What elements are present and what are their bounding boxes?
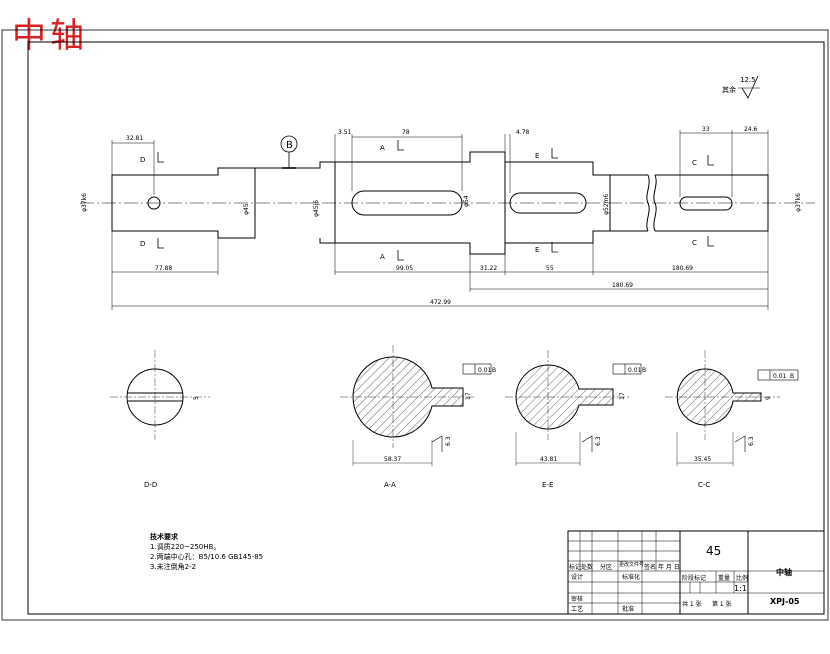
roughness-symbol: 其余 12.5 (722, 75, 760, 99)
note-item: 1.调质220~250HB。 (150, 543, 221, 551)
svg-text:35.45: 35.45 (694, 456, 711, 463)
notes-heading: 技术要求 (150, 533, 178, 541)
svg-text:φ45j6: φ45j6 (313, 200, 320, 217)
svg-text:D: D (140, 240, 145, 248)
keyway-e (509, 192, 587, 214)
svg-text:签名: 签名 (644, 563, 656, 571)
svg-text:C: C (692, 159, 697, 167)
note-item: 3.未注倒角2-2 (150, 563, 197, 571)
svg-text:17: 17 (465, 392, 472, 400)
part-name: 中轴 (776, 567, 792, 577)
svg-text:阶段标记: 阶段标记 (682, 574, 706, 582)
inner-frame (27, 41, 825, 615)
material: 45 (706, 544, 721, 558)
svg-text:分区: 分区 (600, 563, 612, 571)
svg-text:180.69: 180.69 (612, 282, 633, 289)
technical-notes: 技术要求 1.调质220~250HB。 2.两端中心孔：B5/10.6 GB14… (150, 532, 263, 572)
svg-text:0.01: 0.01 (478, 367, 492, 374)
section-c-c: 0.01 B 9 35.45 6.3 C-C (665, 350, 799, 489)
svg-text:φ37k6: φ37k6 (795, 193, 802, 212)
section-markers: D D A A E E C C (140, 140, 714, 261)
svg-text:工艺: 工艺 (571, 605, 583, 613)
section-e-label: E-E (542, 481, 553, 489)
svg-text:5: 5 (193, 396, 200, 400)
dimension-texts: 32.81 77.88 78 3.51 4.78 99.05 31.22 55 … (81, 126, 802, 306)
svg-text:17: 17 (619, 392, 626, 400)
svg-text:B: B (492, 367, 496, 374)
svg-text:31.22: 31.22 (480, 265, 497, 272)
svg-text:C: C (692, 239, 697, 247)
pin-hole-d (147, 196, 161, 210)
section-a-a: 0.01 B 17 58.37 6.3 A-A (340, 345, 496, 489)
svg-text:B: B (286, 140, 293, 151)
svg-text:58.37: 58.37 (384, 456, 401, 463)
svg-text:E: E (535, 152, 539, 160)
svg-text:B: B (790, 373, 794, 380)
svg-text:55: 55 (546, 265, 554, 272)
svg-text:重量: 重量 (718, 574, 730, 582)
section-d-d: 5 D-D (110, 350, 210, 489)
keyway-c (679, 196, 733, 211)
svg-text:472.99: 472.99 (430, 299, 451, 306)
svg-text:φ37k6: φ37k6 (81, 193, 88, 212)
svg-text:24.6: 24.6 (744, 126, 758, 133)
svg-text:设计: 设计 (571, 573, 583, 581)
svg-text:φ54: φ54 (463, 195, 470, 207)
svg-text:第 1 张: 第 1 张 (712, 600, 732, 608)
title-block (567, 530, 825, 615)
keyway-a (351, 190, 463, 216)
outer-frame (1, 29, 829, 621)
page-title: 中轴 (12, 16, 88, 56)
roughness-label: 其余 (722, 85, 736, 94)
dimensions (111, 130, 769, 310)
drawing-number: XPJ-05 (770, 597, 800, 606)
datum-b: B (280, 135, 298, 169)
svg-text:3.51: 3.51 (338, 129, 352, 136)
svg-text:审核: 审核 (571, 595, 583, 603)
svg-text:77.88: 77.88 (155, 265, 172, 272)
section-a-label: A-A (384, 481, 396, 489)
svg-text:B: B (642, 367, 646, 374)
note-item: 2.两端中心孔：B5/10.6 GB145-85 (150, 553, 264, 561)
svg-text:批准: 批准 (622, 605, 634, 613)
svg-text:标准化: 标准化 (622, 573, 640, 581)
svg-text:33: 33 (702, 126, 710, 133)
section-d-label: D-D (144, 481, 157, 489)
roughness-value: 12.5 (740, 76, 756, 84)
svg-text:180.69: 180.69 (672, 265, 693, 272)
svg-text:99.05: 99.05 (396, 265, 413, 272)
svg-text:比例: 比例 (736, 574, 748, 582)
svg-text:9: 9 (765, 396, 772, 400)
svg-text:0.01: 0.01 (628, 367, 642, 374)
svg-text:A: A (380, 144, 385, 152)
svg-text:32.81: 32.81 (126, 135, 143, 142)
svg-text:更改文件号: 更改文件号 (619, 561, 644, 568)
svg-text:年 月 日: 年 月 日 (658, 563, 680, 571)
svg-text:处数: 处数 (581, 563, 593, 571)
svg-text:D: D (140, 156, 145, 164)
svg-text:E: E (535, 246, 539, 254)
svg-text:0.01: 0.01 (773, 373, 787, 380)
scale-value: 1:1 (734, 584, 747, 593)
svg-text:标记: 标记 (569, 563, 581, 571)
svg-text:A: A (380, 253, 385, 261)
svg-text:φ52m6: φ52m6 (603, 194, 610, 215)
svg-text:6.3: 6.3 (445, 436, 452, 446)
svg-text:78: 78 (402, 129, 410, 136)
svg-text:φ45: φ45 (243, 203, 250, 215)
svg-text:43.81: 43.81 (540, 456, 557, 463)
title-block-text: 标记 处数 分区 更改文件号 签名 年 月 日 设计 标准化 审核 工艺 批准 … (569, 544, 800, 613)
svg-text:4.78: 4.78 (516, 129, 530, 136)
section-c-label: C-C (698, 481, 710, 489)
section-e-e: 0.01 B 17 43.81 6.3 E-E (505, 350, 646, 489)
svg-text:6.3: 6.3 (595, 436, 602, 446)
svg-text:共 1 张: 共 1 张 (682, 600, 702, 608)
svg-text:6.3: 6.3 (748, 436, 755, 446)
